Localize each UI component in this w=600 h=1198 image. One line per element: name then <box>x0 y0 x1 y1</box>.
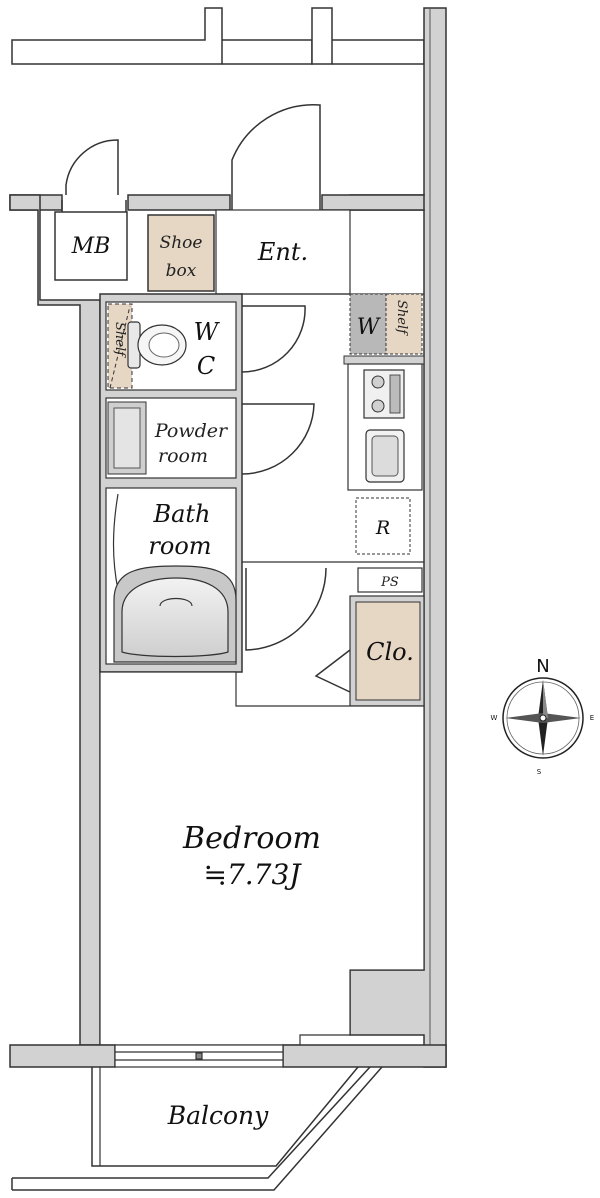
bath-room: Bath room <box>105 487 237 665</box>
balcony: Balcony <box>11 1066 383 1191</box>
powder-room-label-1: Powder <box>154 420 229 442</box>
toilet-icon <box>127 321 187 369</box>
refrigerator-label: R <box>375 517 390 539</box>
bedroom-area-label: ≒7.73J <box>203 858 302 891</box>
compass-icon: N W E S <box>491 656 595 776</box>
left-exterior-wall <box>9 194 101 1046</box>
entrance-label: Ent. <box>257 238 308 266</box>
kitchen-counter <box>347 363 423 491</box>
shoe-box-label-1: Shoe <box>160 233 203 253</box>
compass-east: E <box>590 714 594 722</box>
powder-room: Powder room <box>105 397 237 479</box>
compass-north: N <box>536 656 549 677</box>
shoe-box-label-2: box <box>166 261 197 281</box>
bath-room-label-1: Bath <box>152 500 210 528</box>
bathtub-icon <box>113 565 237 663</box>
entrance-door[interactable] <box>231 104 321 210</box>
shoe-box: Shoe box <box>147 214 215 292</box>
wc-label-1: W <box>194 318 221 346</box>
powder-room-label-2: room <box>158 445 208 467</box>
wc-shelf-label: Shelf <box>112 322 127 358</box>
compass-west: W <box>491 714 498 722</box>
kitchen-shelf-label: Shelf <box>394 300 409 336</box>
entrance-area <box>215 209 351 295</box>
washbasin-icon <box>107 401 147 475</box>
closet-door[interactable] <box>314 649 351 693</box>
wc-door[interactable] <box>241 305 306 373</box>
sink-icon <box>365 429 405 483</box>
wc-room: Shelf W C <box>105 301 237 391</box>
bedroom-label: Bedroom <box>182 821 321 856</box>
mb-label: MB <box>71 234 111 259</box>
bath-door[interactable] <box>245 567 327 651</box>
balcony-label: Balcony <box>167 1101 269 1130</box>
closet-label: Clo. <box>366 638 414 666</box>
balcony-window[interactable] <box>114 1044 284 1068</box>
top-interior-wall <box>9 194 425 211</box>
stove-icon <box>363 369 405 419</box>
mb-cabinet: MB <box>54 200 128 281</box>
ps-shaft: PS <box>357 567 423 593</box>
kitchen-shelf: Shelf <box>385 293 423 355</box>
mb-door[interactable] <box>65 139 119 195</box>
bath-room-label-2: room <box>148 532 211 560</box>
wc-label-2: C <box>197 352 215 380</box>
refrigerator-space: R <box>355 497 411 555</box>
powder-door[interactable] <box>241 403 315 475</box>
compass-south: S <box>537 768 542 776</box>
w-cabinet: W <box>349 293 387 355</box>
w-label: W <box>357 315 382 340</box>
closet: Clo. <box>349 595 425 707</box>
exterior-top-wall <box>11 7 425 65</box>
ps-label: PS <box>380 575 399 590</box>
